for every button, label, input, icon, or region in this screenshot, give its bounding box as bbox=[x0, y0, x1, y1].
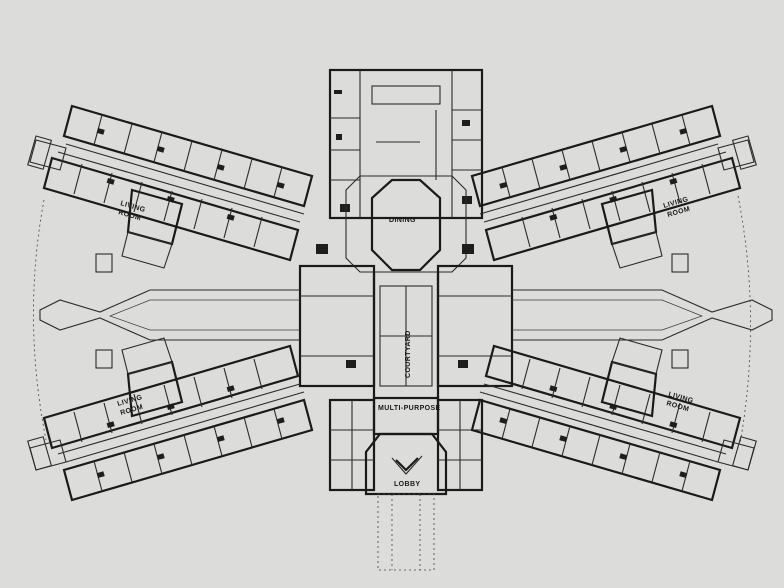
wing-north-west: LIVING ROOM bbox=[26, 104, 314, 270]
wing-south-east: LIVING ROOM bbox=[470, 336, 758, 502]
lobby-label: LOBBY bbox=[394, 481, 421, 488]
multipurpose-label: MULTI-PURPOSE bbox=[378, 405, 441, 412]
wing-end-vestibules bbox=[29, 139, 755, 471]
courtyard-label: COURTYARD bbox=[405, 330, 412, 378]
center-corridors bbox=[33, 195, 773, 445]
wing-north-east: LIVING ROOM bbox=[470, 104, 758, 270]
wing-south-west: LIVING ROOM bbox=[26, 336, 314, 502]
dining-label: DINING bbox=[389, 217, 416, 224]
central-spine: DINING COURTYARD MULTI-PURPOSE LOBBY bbox=[298, 68, 514, 571]
